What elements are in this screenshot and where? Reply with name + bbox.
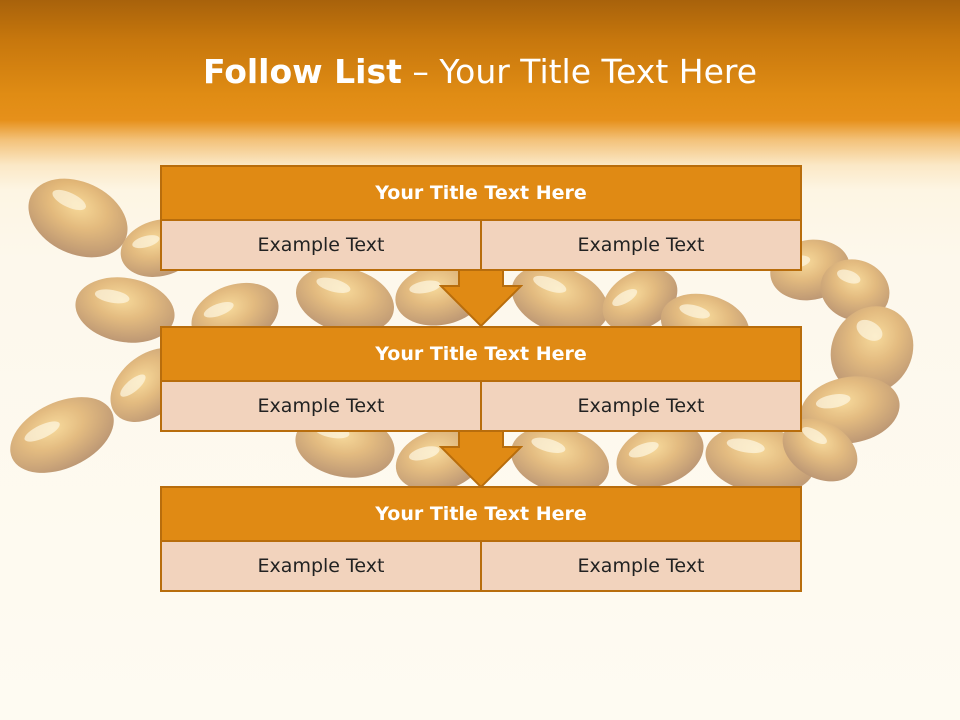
step-cell-right: Example Text bbox=[482, 221, 802, 271]
title-rest: – Your Title Text Here bbox=[401, 52, 758, 91]
down-arrow-icon bbox=[439, 431, 523, 489]
step-cell-right: Example Text bbox=[482, 542, 802, 592]
step-cell-left: Example Text bbox=[160, 221, 482, 271]
step-cell-left: Example Text bbox=[160, 382, 482, 432]
capsule-highlight bbox=[316, 277, 351, 293]
capsule-highlight bbox=[815, 394, 851, 409]
title-bold: Follow List bbox=[202, 52, 402, 91]
capsule-shape bbox=[295, 266, 395, 334]
capsule-shape bbox=[616, 422, 704, 488]
down-arrow-icon bbox=[439, 270, 523, 328]
step-title: Your Title Text Here bbox=[160, 486, 802, 542]
capsule-highlight bbox=[132, 235, 160, 249]
capsule-shape bbox=[511, 265, 609, 335]
step-block-3: Your Title Text Here Example Text Exampl… bbox=[160, 486, 802, 592]
step-block-1: Your Title Text Here Example Text Exampl… bbox=[160, 165, 802, 271]
capsule-highlight bbox=[531, 437, 566, 453]
slide-title: Follow List – Your Title Text Here bbox=[0, 52, 960, 91]
capsule-shape bbox=[830, 306, 914, 394]
step-row: Example Text Example Text bbox=[160, 382, 802, 432]
capsule-shape bbox=[820, 259, 890, 321]
capsule-highlight bbox=[203, 301, 234, 318]
step-title: Your Title Text Here bbox=[160, 326, 802, 382]
capsule-highlight bbox=[612, 288, 638, 307]
capsule-highlight bbox=[679, 304, 710, 319]
capsule-highlight bbox=[24, 421, 60, 442]
capsule-shape bbox=[75, 277, 175, 343]
step-title: Your Title Text Here bbox=[160, 165, 802, 221]
capsule-highlight bbox=[52, 189, 86, 211]
step-block-2: Your Title Text Here Example Text Exampl… bbox=[160, 326, 802, 432]
capsule-shape bbox=[602, 268, 678, 332]
capsule-highlight bbox=[726, 438, 765, 454]
capsule-highlight bbox=[94, 289, 130, 304]
capsule-highlight bbox=[837, 269, 861, 284]
capsule-highlight bbox=[120, 374, 146, 397]
capsule-highlight bbox=[533, 275, 567, 293]
capsule-shape bbox=[782, 418, 858, 482]
step-cell-left: Example Text bbox=[160, 542, 482, 592]
capsule-highlight bbox=[409, 280, 441, 294]
step-cell-right: Example Text bbox=[482, 382, 802, 432]
capsule-highlight bbox=[802, 426, 827, 445]
capsule-highlight bbox=[408, 446, 440, 461]
capsule-highlight bbox=[856, 319, 883, 341]
step-row: Example Text Example Text bbox=[160, 221, 802, 271]
capsule-shape bbox=[10, 397, 114, 473]
capsule-highlight bbox=[628, 441, 659, 458]
capsule-shape bbox=[510, 426, 610, 494]
step-row: Example Text Example Text bbox=[160, 542, 802, 592]
capsule-shape bbox=[28, 178, 128, 258]
